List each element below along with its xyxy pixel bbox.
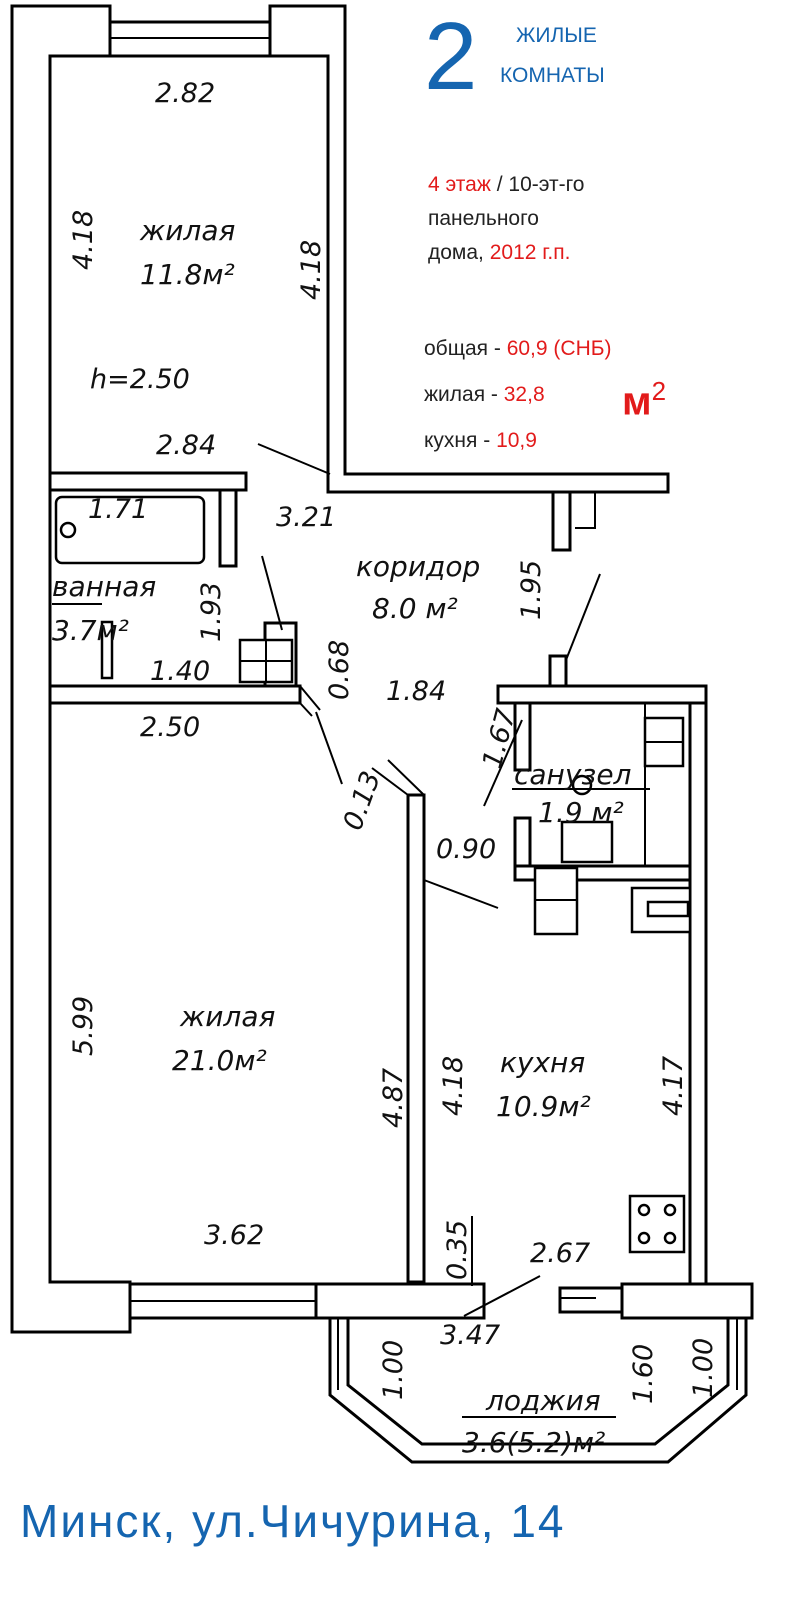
- dim-kitchen-left: 4.18: [438, 1056, 469, 1116]
- living-area-value: 32,8: [503, 383, 545, 406]
- wc-left-wall-lower: [513, 816, 532, 868]
- room-name-wc: санузел: [514, 758, 632, 791]
- rooms-caption-line2: КОМНАТЫ: [500, 64, 605, 87]
- wc-left-wall: [513, 701, 532, 772]
- room-name-corridor: коридор: [356, 550, 480, 583]
- dim-upper-room-bottom: 2.84: [156, 430, 216, 461]
- dim-bedroom-left: 5.99: [68, 996, 99, 1056]
- rooms-caption-line1: ЖИЛЫЕ: [516, 24, 597, 47]
- address: Минск, ул.Чичурина, 14: [20, 1495, 566, 1547]
- room-name-bedroom-lower: жилая: [179, 1000, 275, 1033]
- room-name-loggia: лоджия: [485, 1384, 601, 1417]
- building-year-prefix: дома,: [428, 241, 490, 264]
- upper-room-right-wall: [268, 4, 670, 494]
- room-area-kitchen: 10.9м²: [496, 1090, 591, 1123]
- dim-bath-height: 1.93: [196, 582, 227, 642]
- dim-bedroom-bottom: 3.62: [204, 1220, 264, 1251]
- wc-top-wall: [496, 684, 708, 705]
- bathtub: [54, 495, 206, 565]
- room-name-bedroom-upper: жилая: [139, 214, 235, 247]
- dim-upper-room-right: 4.18: [296, 240, 327, 300]
- area-unit-power: 2: [651, 376, 667, 406]
- room-name-kitchen: кухня: [500, 1046, 585, 1079]
- dim-balcony-door: 2.67: [530, 1238, 590, 1269]
- dim-corridor-right: 1.95: [516, 560, 547, 620]
- dim-loggia-left: 1.00: [378, 1340, 409, 1400]
- dim-upper-room-width: 2.82: [155, 78, 215, 109]
- bath-side-wall: [218, 488, 238, 568]
- balcony-wall-left: [314, 1282, 486, 1320]
- corridor-stub: [551, 490, 572, 552]
- dim-bedroom-top: 2.50: [140, 712, 200, 743]
- room-name-bathroom: ванная: [52, 570, 156, 603]
- dim-wall-thin: 0.13: [337, 767, 387, 834]
- balcony-door-pane: [558, 1286, 624, 1314]
- building-info: 4 этаж / 10-эт-го панельного дома, 2012 …: [428, 168, 585, 270]
- total-area-value: 60,9 (СНБ): [506, 337, 612, 360]
- kitchen-area-value: 10,9: [496, 429, 537, 452]
- total-area-label: общая -: [424, 337, 507, 360]
- rooms-count: 2: [424, 3, 478, 110]
- kitchen-left-wall: [406, 793, 426, 1284]
- loggia-outline: [328, 1316, 748, 1464]
- room-area-bedroom-lower: 21.0м²: [172, 1044, 267, 1077]
- dim-vent: 0.68: [324, 640, 355, 700]
- room-area-corridor: 8.0 м²: [372, 592, 458, 625]
- dim-kitchen-right: 4.17: [658, 1056, 689, 1116]
- room-area-bathroom: 3.7м²: [52, 614, 129, 647]
- area-unit: м2: [622, 376, 666, 424]
- bath-sink: [100, 620, 114, 680]
- area-summary: общая - 60,9 (СНБ) жилая - 32,8 кухня - …: [424, 326, 612, 464]
- dim-corridor-mid: 1.84: [386, 676, 446, 707]
- bedroom-partition-wall: [48, 684, 302, 705]
- dim-bath-bottom: 1.40: [150, 656, 210, 687]
- dim-loggia-mid: 1.60: [628, 1344, 659, 1404]
- dim-loggia-right: 1.00: [688, 1338, 719, 1398]
- stove-icon: [628, 1194, 686, 1254]
- bathtub-drain: [59, 521, 77, 539]
- living-area-label: жилая -: [424, 383, 504, 406]
- corridor-stub-2: [548, 654, 568, 688]
- dim-door-width: 0.90: [436, 834, 496, 865]
- dim-bath-width: 1.71: [88, 494, 148, 525]
- floor-number: 4 этаж: [428, 173, 491, 196]
- dim-bedroom-right: 4.87: [378, 1068, 409, 1128]
- area-unit-letter: м: [622, 379, 652, 424]
- wc-sink: [560, 820, 614, 864]
- kitchen-right-wall: [688, 684, 708, 1286]
- dim-kitchen-stub: 0.35: [442, 1220, 473, 1280]
- building-floors: / 10-эт-го: [490, 173, 585, 196]
- balcony-wall-right: [620, 1282, 754, 1320]
- ceiling-height-label: h=2.50: [90, 364, 190, 395]
- building-year: 2012 г.п.: [489, 241, 571, 264]
- kitchen-area-label: кухня -: [424, 429, 497, 452]
- dim-corridor-top: 3.21: [276, 502, 336, 533]
- room-area-loggia: 3.6(5.2)м²: [462, 1426, 605, 1459]
- room-area-wc: 1.9 м²: [538, 796, 624, 829]
- room-area-bedroom-upper: 11.8м²: [140, 258, 235, 291]
- dim-loggia-top: 3.47: [440, 1320, 500, 1351]
- dim-upper-room-left: 4.18: [68, 210, 99, 270]
- bathroom-top-wall: [48, 471, 248, 492]
- building-type: панельного: [428, 207, 539, 230]
